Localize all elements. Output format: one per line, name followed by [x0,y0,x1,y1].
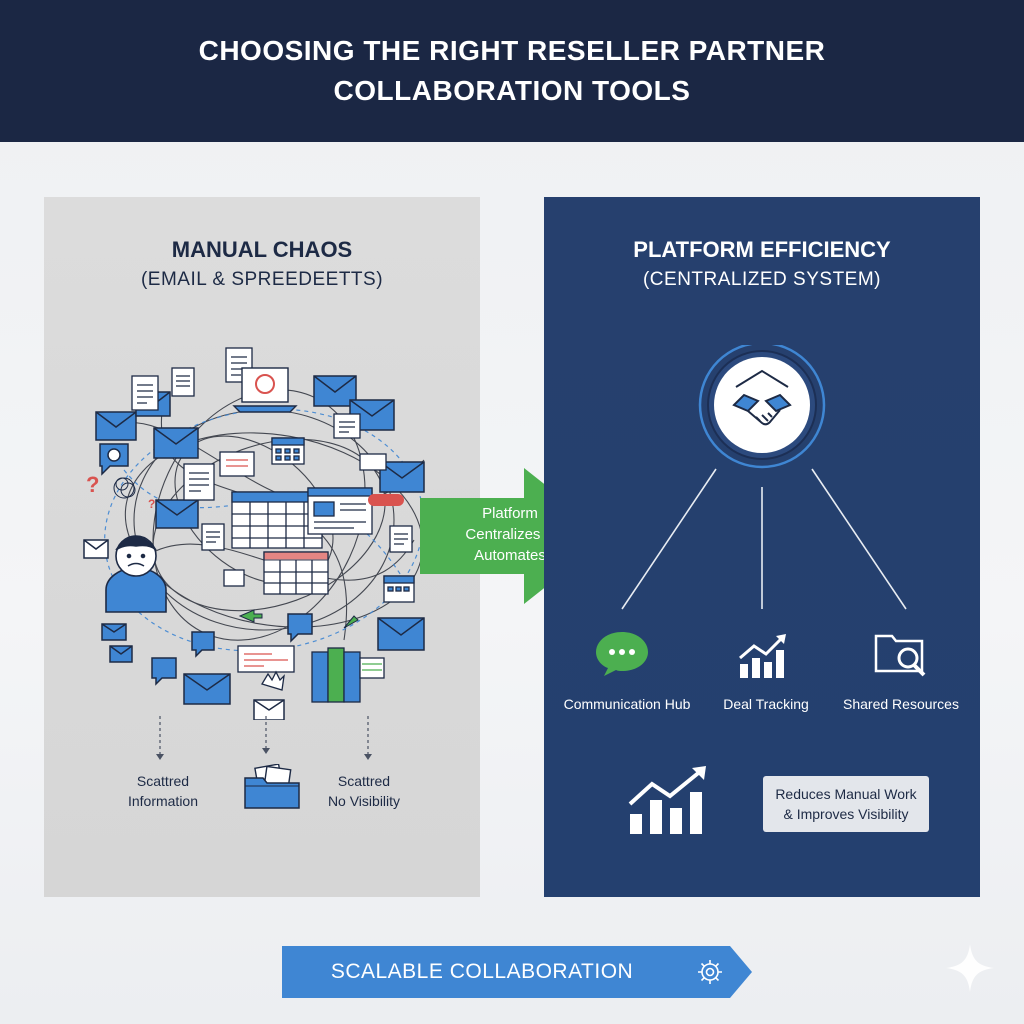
page-title-line2: COLLABORATION TOOLS [333,75,691,106]
header-bar: CHOOSING THE RIGHT RESELLER PARTNER COLL… [0,0,1024,142]
feature-label-shared-resources: Shared Resources [843,696,959,712]
feature-label-communication-hub: Communication Hub [563,696,691,712]
stressed-person-icon [105,535,167,613]
chat-bubble-icon [596,632,648,676]
handshake-icon [732,369,792,426]
svg-text:?: ? [86,472,99,497]
manual-chaos-title: MANUAL CHAOS [171,237,353,262]
outcome-badge: Reduces Manual Work & Improves Visibilit… [763,776,929,832]
svg-text:?: ? [148,497,155,511]
scattered-information-label: Scattred Information [127,773,199,809]
platform-efficiency-subtitle: (CENTRALIZED SYSTEM) [642,269,882,290]
hub-diagram [621,345,907,610]
centralize-arrow-label: Platform Centralizes & Automates [465,505,555,564]
page-title-line1: CHOOSING THE RIGHT RESELLER PARTNER [198,35,826,66]
no-visibility-label: Scattred No Visibility [327,773,401,809]
manual-chaos-subtitle: (EMAIL & SPREEDEETTS) [140,269,384,290]
feature-label-deal-tracking: Deal Tracking [723,696,809,712]
chaos-illustration: ? ? [83,347,425,720]
folder-icon [244,764,300,809]
scalable-collaboration-banner [282,946,752,998]
platform-efficiency-title: PLATFORM EFFICIENCY [633,237,891,262]
sparkle-icon [946,944,994,992]
scalable-collaboration-label: SCALABLE COLLABORATION [330,960,634,983]
shared-resources-icon [874,634,926,677]
gear-icon [698,960,722,984]
dotted-arrows [156,716,372,760]
growth-chart-icon [628,766,706,834]
deal-tracking-icon [739,634,786,678]
